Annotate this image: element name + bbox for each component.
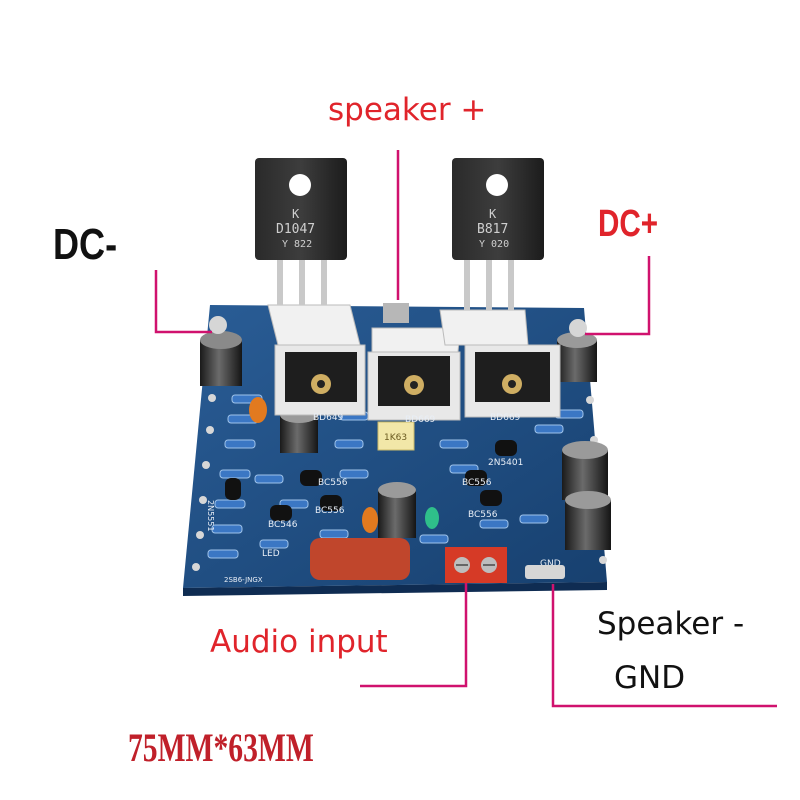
power-transistor-right — [452, 158, 544, 310]
silk-bd669-b: BD669 — [490, 413, 521, 423]
silk-gnd: GND — [540, 559, 561, 569]
silk-bc546: BC546 — [268, 520, 298, 530]
led — [425, 507, 439, 529]
silk-bc556-d: BC556 — [468, 510, 498, 520]
transistor-right-part: B817 — [477, 222, 508, 237]
orange-capacitor — [249, 397, 267, 423]
transistor-left-brand: K — [292, 207, 300, 221]
film-capacitor-label: 1K63 — [384, 433, 407, 443]
silk-bc556-a: BC556 — [318, 478, 348, 488]
audio-input-label: Audio input — [210, 624, 388, 660]
silk-2n5401: 2N5401 — [488, 458, 523, 468]
silk-bc556-c: BC556 — [315, 506, 345, 516]
gnd-label: GND — [614, 660, 686, 696]
silk-led: LED — [262, 549, 280, 559]
film-capacitor — [377, 421, 415, 451]
dc-plus-pad — [569, 319, 587, 337]
dc-minus-label: DC- — [53, 220, 118, 269]
silk-bd669-a: BD669 — [405, 415, 436, 425]
transistor-left-part: D1047 — [276, 222, 315, 237]
power-transistor-left — [255, 158, 347, 305]
red-film-capacitor — [310, 538, 410, 580]
driver-transistors — [285, 352, 550, 406]
dimensions-label: 75MM*63MM — [128, 725, 314, 770]
speaker-minus-pad — [525, 565, 565, 579]
transistor-right-brand: K — [489, 207, 497, 221]
transistor-right-sub: Y 020 — [479, 239, 509, 250]
orange-capacitor — [362, 507, 378, 533]
silk-bd649: BD649 — [313, 413, 344, 423]
dc-minus-pad — [209, 316, 227, 334]
leader-lines — [154, 150, 777, 708]
electrolytic-capacitors — [200, 331, 611, 550]
silk-board-id: 2SB6-JNGX — [224, 576, 263, 584]
audio-input-terminal — [445, 547, 507, 583]
speaker-plus-pad — [383, 303, 409, 323]
silk-2n5551: 2N5551 — [206, 500, 215, 531]
small-transistors — [225, 440, 517, 521]
silk-bc556-b: BC556 — [462, 478, 492, 488]
dc-plus-label: DC+ — [598, 203, 659, 245]
speaker-plus-label: speaker + — [328, 92, 487, 128]
transistor-left-sub: Y 822 — [282, 239, 312, 250]
speaker-minus-label: Speaker - — [597, 606, 745, 642]
